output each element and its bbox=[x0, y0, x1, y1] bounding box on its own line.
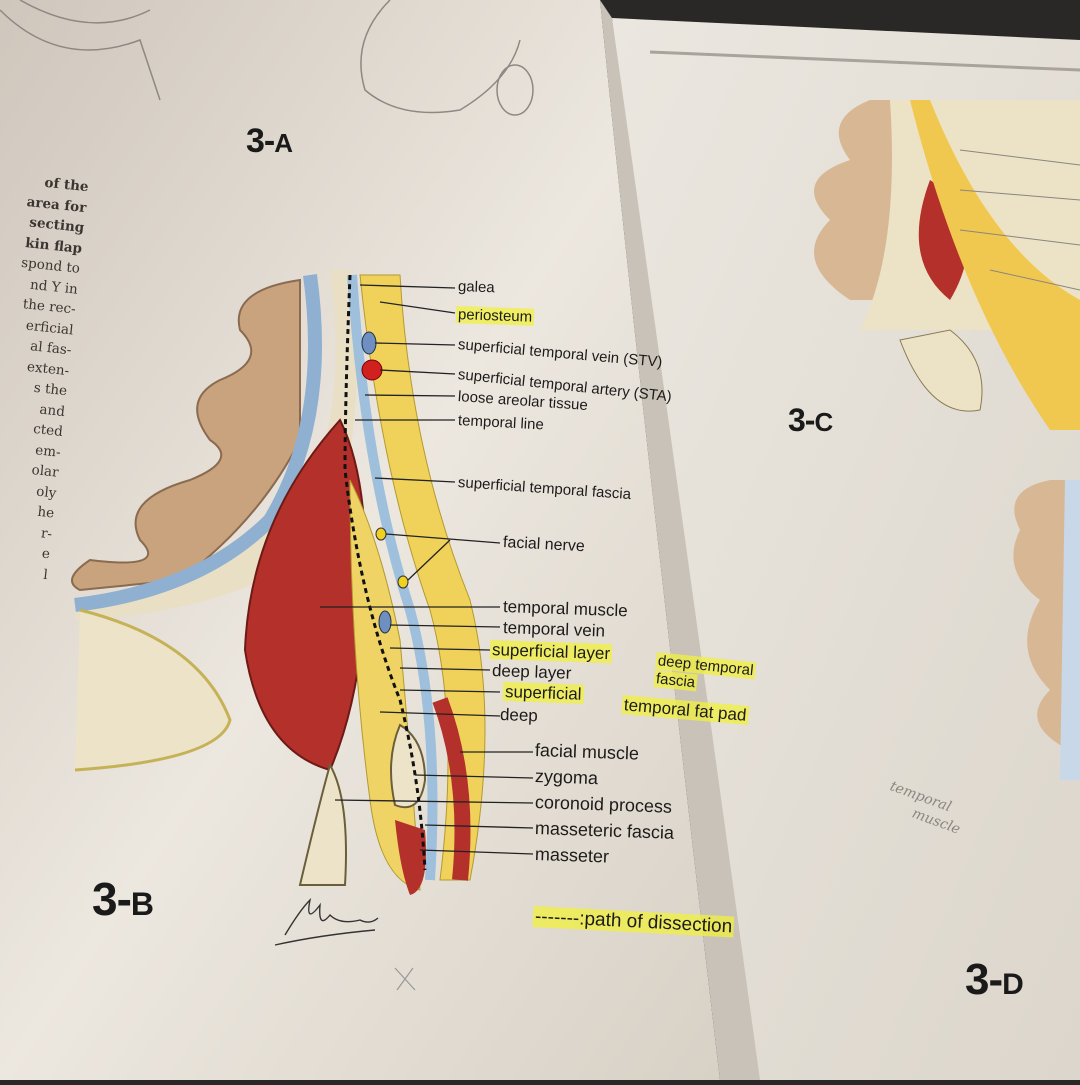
layers-3d bbox=[1060, 480, 1080, 780]
figure-label-3b: 3-B bbox=[92, 873, 154, 925]
stv-vessel bbox=[361, 331, 377, 355]
label-temporal-vein: temporal vein bbox=[502, 618, 606, 641]
label-superficial-fat-pad: superficial bbox=[502, 682, 584, 704]
diagram-3d bbox=[1013, 480, 1080, 780]
label-zygoma: zygoma bbox=[534, 766, 599, 789]
zygoma-bone bbox=[390, 723, 427, 809]
masseter-muscle bbox=[395, 820, 426, 895]
leader-lines bbox=[320, 284, 534, 855]
facial-muscle-layer bbox=[432, 697, 471, 881]
label-deep-layer: deep layer bbox=[491, 661, 572, 683]
label-deep-fat-pad: deep bbox=[499, 705, 539, 726]
coronoid-bone bbox=[298, 762, 347, 886]
facial-nerve-dot bbox=[375, 527, 387, 541]
zygoma-3c bbox=[899, 329, 983, 412]
page-gutter-shadow bbox=[600, 0, 760, 1080]
temporal-vein-vessel bbox=[378, 610, 392, 634]
label-masseter: masseter bbox=[534, 844, 610, 867]
figure-label-3d: 3-D bbox=[965, 955, 1024, 1004]
fascia-3c bbox=[910, 100, 1080, 430]
figure-label-3a: 3-A bbox=[246, 122, 293, 160]
skull-base bbox=[74, 608, 232, 772]
head-sketch-3a bbox=[0, 0, 534, 116]
figure-label-3c: 3-C bbox=[788, 402, 833, 438]
header-rule bbox=[649, 50, 1080, 72]
brain-gyri-3c bbox=[814, 100, 900, 300]
dura-layer bbox=[74, 274, 322, 612]
label-galea: galea bbox=[457, 278, 495, 297]
diagram-3b bbox=[71, 270, 534, 895]
facial-nerve-dot bbox=[397, 575, 409, 589]
blue-fascia-layer bbox=[347, 274, 438, 881]
dissection-path bbox=[343, 274, 427, 871]
label-periosteum: periosteum bbox=[455, 306, 535, 326]
pencil-x-mark bbox=[394, 967, 416, 991]
diagram-3c bbox=[814, 100, 1080, 430]
sta-vessel bbox=[361, 359, 383, 381]
signature bbox=[274, 897, 379, 946]
label-facial-muscle: facial muscle bbox=[534, 740, 640, 764]
